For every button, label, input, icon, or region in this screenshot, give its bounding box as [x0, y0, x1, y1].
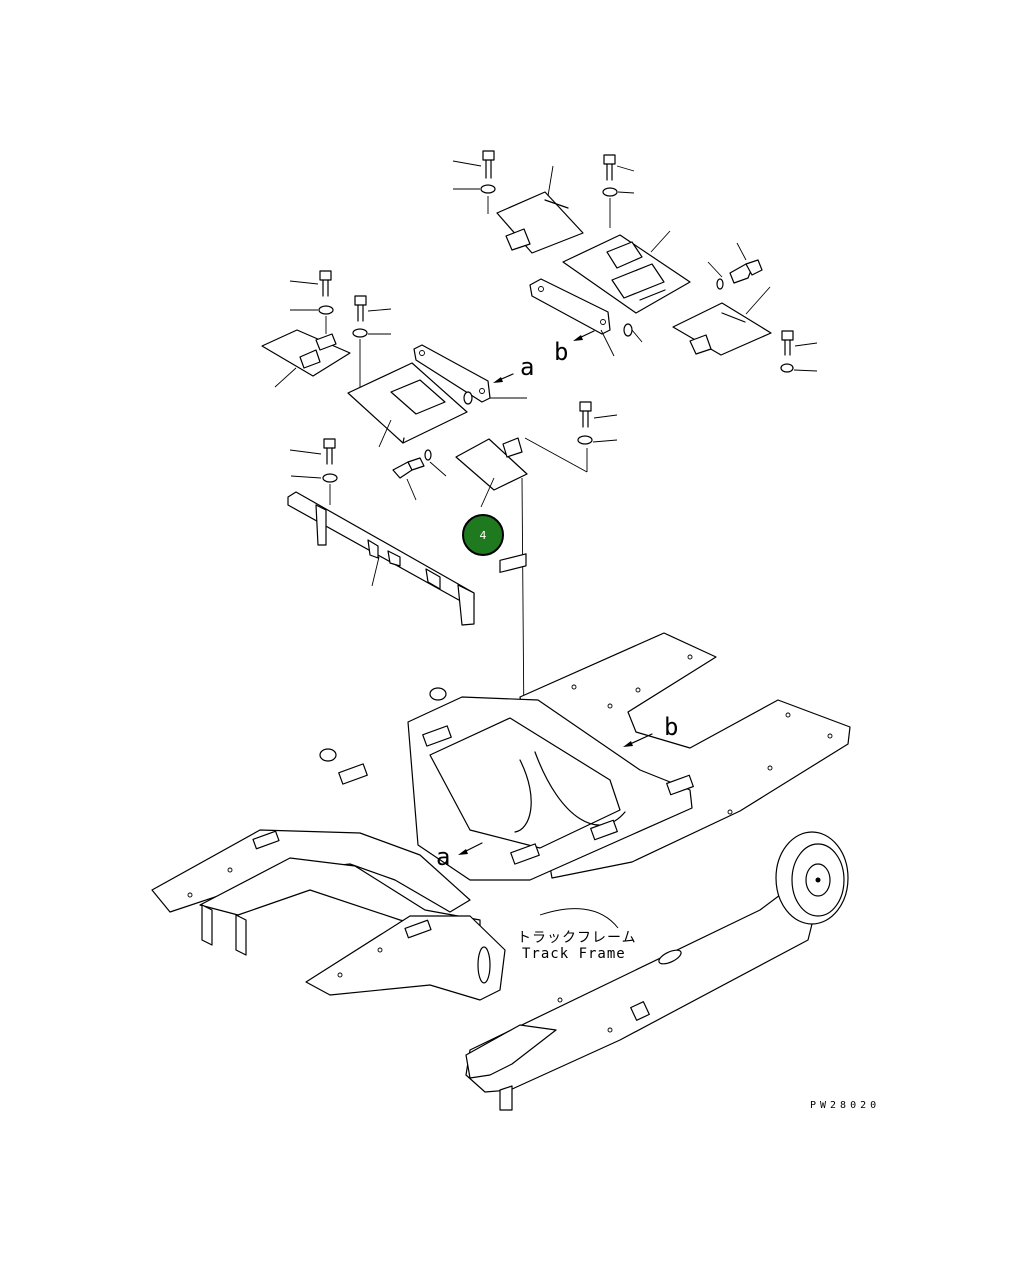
callout-number[interactable]: 4 — [480, 529, 487, 542]
track-frame-leader — [539, 908, 619, 929]
washer — [602, 187, 635, 228]
bolt — [707, 242, 763, 290]
track-frame-en-label: Track Frame — [522, 946, 626, 962]
bolt — [289, 438, 336, 465]
leader-line — [524, 437, 588, 473]
frame-pins — [319, 687, 447, 762]
cover-plate — [455, 437, 528, 508]
frame-arc — [514, 759, 532, 833]
cover-plate-ribbed — [562, 230, 691, 314]
frame-slot — [658, 949, 682, 965]
cover-plate — [672, 286, 772, 356]
a-reference-arrow — [493, 373, 514, 383]
cover-plate-with-block — [347, 362, 468, 448]
frame-arc — [534, 751, 626, 826]
frame-left-lower-arm — [305, 915, 506, 1001]
bolt — [781, 330, 818, 356]
washer — [290, 473, 338, 505]
frame-leg — [499, 1085, 513, 1111]
bolt — [452, 150, 495, 179]
b-reference-arrow — [623, 733, 653, 747]
middle-left-cover-group — [261, 270, 618, 861]
cover-plate — [261, 329, 351, 388]
bolt — [392, 449, 447, 501]
a-reference-arrow — [458, 842, 483, 855]
b-reference-arrow — [573, 330, 595, 341]
frame-bosses — [252, 553, 694, 939]
frame-holes — [187, 654, 833, 1033]
washer — [352, 328, 391, 390]
bracket-bar — [413, 344, 527, 405]
washer — [577, 435, 618, 445]
bolt — [354, 295, 392, 322]
label-b-top: b — [554, 338, 568, 366]
idler-wheel — [775, 831, 849, 925]
part-callout-4[interactable]: 4 — [462, 514, 504, 556]
frame-slot — [477, 946, 491, 984]
top-right-cover-group — [452, 150, 818, 373]
label-a-top: a — [520, 353, 534, 381]
label-b-frame: b — [664, 713, 678, 741]
bolt — [603, 154, 635, 181]
frame-center-opening — [429, 717, 621, 849]
label-a-frame: a — [436, 843, 450, 871]
frame-leg — [235, 914, 247, 956]
washer — [780, 363, 818, 373]
callout-circle[interactable] — [462, 514, 504, 556]
frame-window — [630, 1001, 650, 1021]
washer — [290, 305, 334, 334]
cover-plate — [496, 165, 584, 254]
washer — [453, 184, 496, 214]
bracket-bar — [529, 278, 643, 357]
bolt — [289, 270, 332, 297]
track-frame-jp-label: トラックフレーム — [517, 930, 637, 946]
frame-right-long-arm — [465, 879, 819, 1093]
drawing-code: PW28020 — [810, 1100, 880, 1111]
track-frame — [151, 553, 851, 1111]
frame-arm-end — [465, 1024, 557, 1079]
frame-leg — [201, 904, 213, 946]
bolt — [579, 401, 618, 428]
long-rail-bracket — [287, 491, 475, 626]
